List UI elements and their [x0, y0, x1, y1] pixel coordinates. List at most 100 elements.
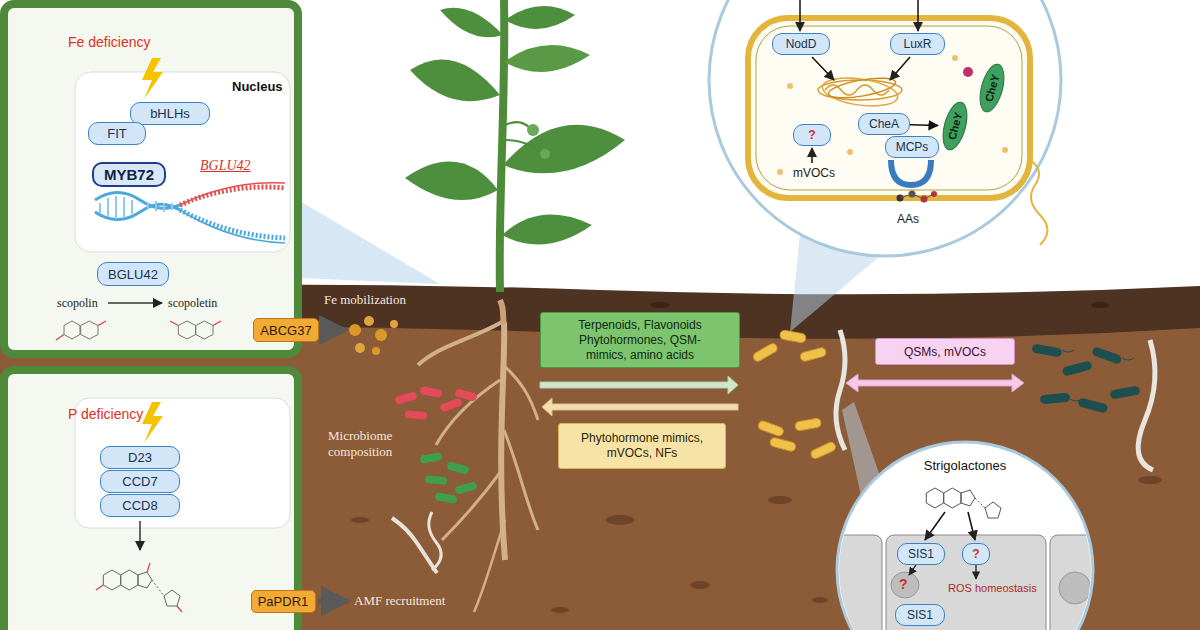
illustration-part: [504, 45, 590, 72]
illustration-part: [442, 470, 502, 540]
illustration-part: [909, 565, 916, 575]
protein-box: SIS1: [897, 543, 945, 565]
illustration-part: [799, 0, 801, 31]
illustration-part: [1061, 360, 1092, 376]
illustration-part: [56, 321, 106, 340]
protein-box: NodD: [772, 33, 830, 55]
illustration-part: [542, 398, 738, 416]
protein-box: bHLHs: [130, 102, 210, 125]
illustration-part: [961, 490, 975, 506]
illustration-part: [1030, 160, 1048, 245]
illustration-part: [164, 590, 180, 606]
illustration-part: [429, 512, 441, 570]
illustration-part: [779, 330, 806, 343]
illustration-part: [812, 597, 828, 603]
illustration-part: [890, 57, 910, 80]
illustration-part: [606, 515, 634, 525]
illustration-part: [1002, 147, 1008, 153]
illustration-part: [474, 520, 505, 612]
protein-box: FIT: [88, 122, 146, 145]
illustration-part: [777, 169, 783, 175]
text-label: Strigolactones: [924, 458, 1006, 473]
illustration-part: [1059, 572, 1091, 604]
protein-box: D23: [100, 446, 180, 469]
box-text: FIT: [107, 126, 127, 141]
illustration-part: [138, 572, 152, 588]
illustration-part: [1138, 340, 1155, 470]
heading-text: Fe deficiency: [68, 34, 150, 50]
illustration-part: [436, 380, 500, 445]
illustration-part: [142, 58, 163, 99]
illustration-part: [799, 347, 826, 362]
exudate-box: Terpenoids, Flavonoids Phytohormones, QS…: [540, 312, 740, 368]
illustration-part: [1091, 302, 1109, 308]
illustration-part: [454, 481, 477, 494]
nucleus-box: NucleusbHLHsFITMYB72: [75, 72, 290, 252]
p-panel: P deficiencyD23CCD7CCD8PaPDR1: [0, 366, 302, 630]
protein-box: SIS1: [895, 604, 945, 626]
illustration-part: [170, 321, 221, 326]
box-text: CheA: [869, 117, 899, 131]
illustration-part: [917, 0, 919, 31]
bacterium-zoom: [709, 0, 1061, 332]
illustration-part: [820, 535, 1120, 630]
protein-box: MCPs: [885, 136, 939, 158]
p-panel-art: [4, 370, 441, 630]
illustration-part: [836, 330, 845, 450]
box-text: Phytohormone mimics, mVOCs, NFs: [572, 431, 712, 461]
illustration-part: [355, 343, 365, 353]
box-text: ?: [972, 547, 979, 561]
illustration-part: [180, 187, 285, 205]
illustration-part: [952, 55, 958, 61]
text-label: Microbiome composition: [328, 428, 413, 461]
protein-label: CheY: [946, 111, 965, 141]
heading-text: P deficiency: [68, 406, 143, 422]
illustration-part: [1040, 393, 1071, 405]
illustration-part: [1110, 385, 1141, 399]
illustration-part: [64, 321, 80, 339]
illustration-part: [891, 160, 931, 185]
text-label: AAs: [897, 212, 919, 226]
illustration-part: [748, 18, 1030, 198]
box-text: CCD7: [122, 474, 157, 489]
illustration-part: [827, 74, 897, 102]
plant: [405, 0, 625, 612]
illustration-part: [394, 391, 417, 404]
illustration-part: [900, 194, 934, 199]
illustration-part: [318, 599, 348, 604]
protein-label: CheY: [983, 73, 1002, 103]
text-label: ?: [899, 576, 908, 592]
illustration-part: [349, 324, 361, 336]
illustration-part: [505, 140, 542, 152]
protein-box: CCD7: [100, 470, 180, 493]
protein-box: CheA: [858, 113, 910, 135]
illustration-part: [298, 200, 440, 284]
illustration-part: [975, 565, 976, 579]
illustration-part: [944, 488, 961, 508]
illustration-part: [103, 570, 120, 590]
protein-box: ?: [962, 543, 990, 565]
protein-box: LuxR: [890, 33, 945, 55]
illustration-part: [1062, 350, 1134, 401]
illustration-part: [372, 347, 380, 355]
illustration-part: [410, 59, 500, 101]
illustration-part: [690, 581, 710, 589]
illustration-part: [405, 410, 428, 420]
illustration-part: [152, 580, 164, 596]
box-text: LuxR: [903, 37, 931, 51]
illustration-part: [390, 320, 398, 328]
illustration-part: [100, 196, 172, 219]
illustration-part: [1077, 397, 1108, 413]
illustration-part: [985, 502, 1001, 518]
illustration-part: [540, 376, 738, 394]
illustration-part: [503, 125, 625, 174]
box-text: SIS1: [907, 608, 933, 622]
illustration-part: [975, 498, 985, 508]
illustration-part: [142, 402, 163, 443]
illustration-part: [1031, 343, 1062, 357]
protein-box: MYB72: [92, 162, 166, 187]
box-text: QSMs, mVOCs: [904, 345, 986, 359]
illustration-part: [504, 430, 538, 530]
illustration-part: [1050, 535, 1120, 630]
illustration-part: [963, 67, 973, 77]
